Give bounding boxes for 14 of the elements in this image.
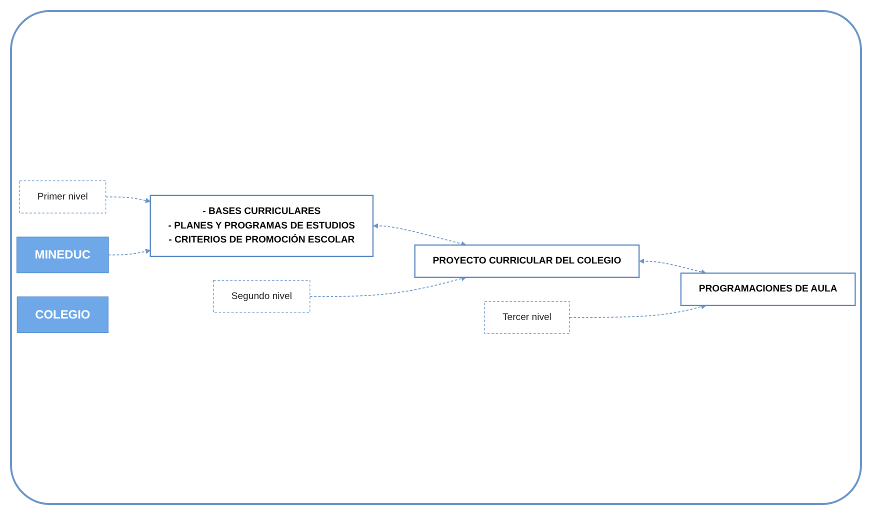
agent-button-box: COLEGIO xyxy=(16,296,108,334)
arrow xyxy=(105,196,151,204)
process-box: PROYECTO CURRICULAR DEL COLEGIO xyxy=(414,244,640,278)
arrow xyxy=(568,304,706,318)
level-label-box: Primer nivel xyxy=(19,180,106,214)
arrow xyxy=(639,258,706,275)
process-box: PROGRAMACIONES DE AULA xyxy=(680,272,856,306)
process-box: - BASES CURRICULARES - PLANES Y PROGRAMAS DE ESTUDIOS - CRITERIOS DE PROMOCIÓN ESCOLAR xyxy=(150,195,374,258)
arrow xyxy=(108,249,151,256)
agent-button-box: MINEDUC xyxy=(16,237,109,274)
arrow xyxy=(310,276,466,298)
level-label-box: Segundo nivel xyxy=(213,280,310,314)
level-label-box: Tercer nivel xyxy=(484,301,570,334)
arrow xyxy=(373,224,466,247)
